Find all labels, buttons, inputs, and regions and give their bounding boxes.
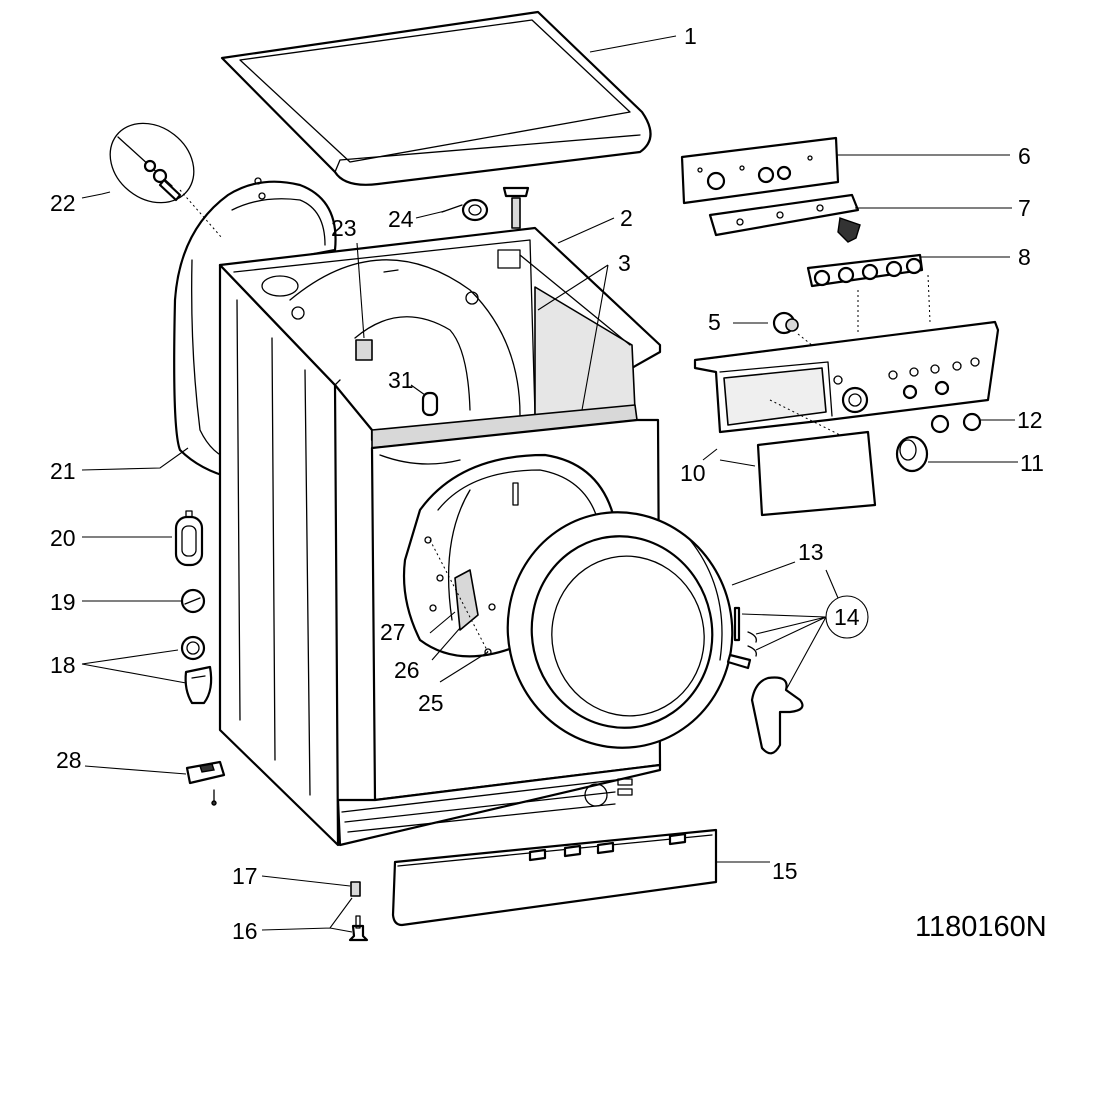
callout-1: 1 bbox=[684, 23, 697, 49]
callout-2: 2 bbox=[620, 205, 633, 231]
callout-28: 28 bbox=[56, 747, 82, 773]
part-hose-clip bbox=[441, 186, 530, 229]
callout-labels: 1 2 3 5 6 7 8 10 11 12 13 14 15 16 17 18… bbox=[50, 23, 1044, 944]
part-programme-knob bbox=[895, 435, 929, 473]
callout-10: 10 bbox=[680, 460, 706, 486]
callout-14-circle bbox=[825, 595, 869, 639]
part-button-bracket bbox=[708, 193, 861, 243]
callout-5: 5 bbox=[708, 309, 721, 335]
part-feet bbox=[348, 881, 369, 942]
callout-23: 23 bbox=[331, 215, 357, 241]
callout-27: 27 bbox=[380, 619, 406, 645]
part-small-knobs bbox=[930, 412, 982, 434]
part-plinth bbox=[391, 828, 718, 927]
part-control-board bbox=[680, 136, 840, 205]
callout-11: 11 bbox=[1020, 450, 1044, 476]
callout-13: 13 bbox=[798, 539, 824, 565]
part-push-buttons bbox=[806, 253, 931, 335]
part-control-panel bbox=[693, 320, 1000, 434]
part-transit-bolts bbox=[109, 122, 223, 239]
callout-17: 17 bbox=[232, 863, 258, 889]
part-pump-filter bbox=[180, 635, 213, 705]
callout-3: 3 bbox=[618, 250, 631, 276]
part-top-cover bbox=[220, 10, 652, 186]
callout-20: 20 bbox=[50, 525, 76, 551]
callout-7: 7 bbox=[1018, 195, 1031, 221]
leader-lines bbox=[81, 35, 1018, 933]
callout-16: 16 bbox=[232, 918, 258, 944]
callout-6: 6 bbox=[1018, 143, 1031, 169]
callout-15: 15 bbox=[772, 858, 798, 884]
callout-31: 31 bbox=[388, 367, 414, 393]
callout-12: 12 bbox=[1017, 407, 1043, 433]
part-door-hinge-kit bbox=[726, 606, 804, 755]
callout-26: 26 bbox=[394, 657, 420, 683]
part-drawer-catch bbox=[185, 760, 226, 806]
part-pump-cap bbox=[180, 588, 206, 614]
part-filter-cover bbox=[174, 510, 204, 567]
callout-14: 14 bbox=[834, 604, 860, 630]
part-door bbox=[506, 511, 734, 749]
callout-19: 19 bbox=[50, 589, 76, 615]
drawing-code: 1180160N bbox=[915, 911, 1047, 943]
callout-21: 21 bbox=[50, 458, 76, 484]
callout-22: 22 bbox=[50, 190, 76, 216]
part-detergent-drawer bbox=[756, 399, 877, 517]
callout-8: 8 bbox=[1018, 244, 1031, 270]
callout-18: 18 bbox=[50, 652, 76, 678]
callout-24: 24 bbox=[388, 206, 414, 232]
callout-25: 25 bbox=[418, 690, 444, 716]
